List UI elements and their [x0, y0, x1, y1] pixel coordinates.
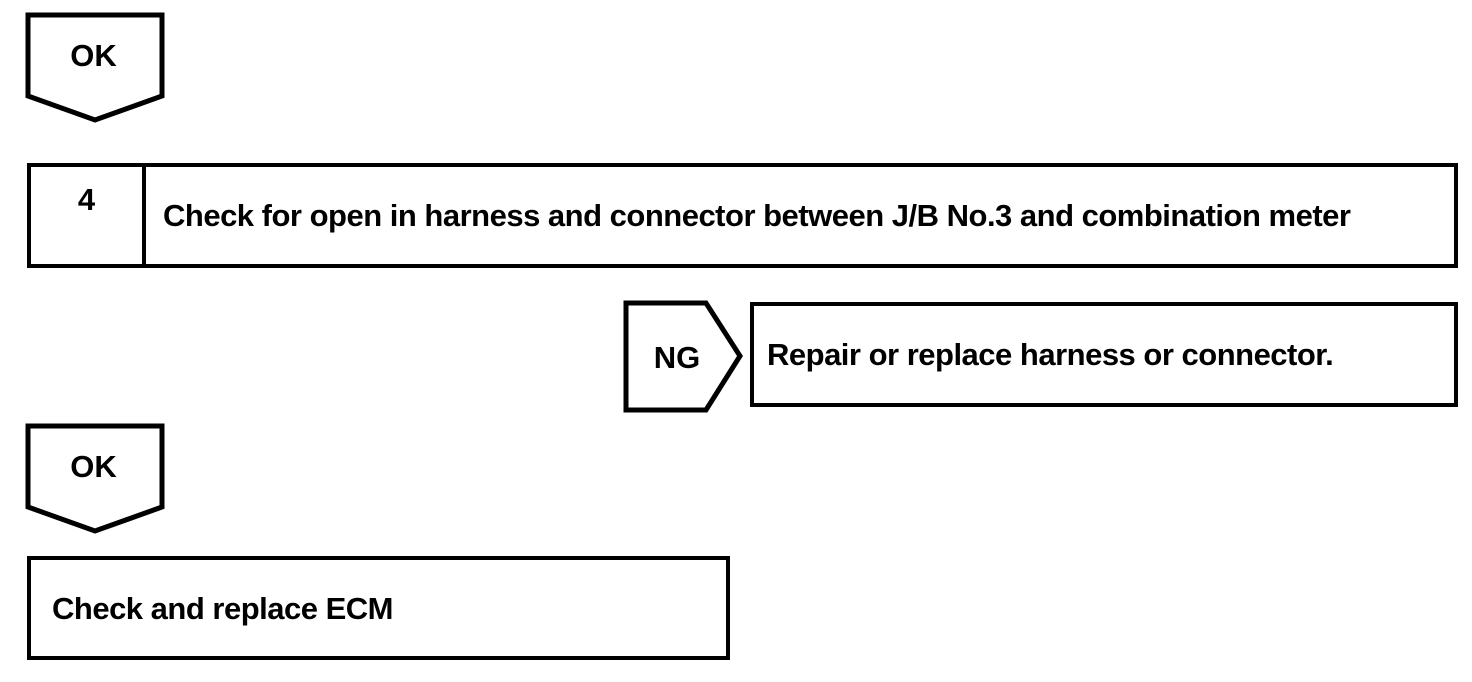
final-action-box: Check and replace ECM — [27, 556, 730, 660]
ok-label-top: OK — [70, 38, 117, 73]
ok-connector-top: OK — [25, 12, 165, 124]
ng-label: NG — [653, 340, 701, 375]
step-instruction-text: Check for open in harness and connector … — [163, 198, 1351, 233]
step-number: 4 — [31, 167, 146, 264]
ok-connector-bottom: OK — [25, 423, 165, 535]
ng-pentagon-right-icon — [623, 300, 743, 413]
final-action-text: Check and replace ECM — [52, 590, 393, 626]
ok-pentagon-down-icon — [25, 423, 165, 534]
ok-label-bottom: OK — [70, 449, 117, 484]
step-4-box: 4 Check for open in harness and connecto… — [27, 163, 1458, 268]
ng-action-text: Repair or replace harness or connector. — [767, 337, 1334, 372]
ng-action-box: Repair or replace harness or connector. — [750, 302, 1458, 407]
ok-pentagon-down-icon — [25, 12, 165, 123]
step-instruction-cell: Check for open in harness and connector … — [146, 167, 1454, 264]
ng-connector: NG — [623, 300, 744, 413]
